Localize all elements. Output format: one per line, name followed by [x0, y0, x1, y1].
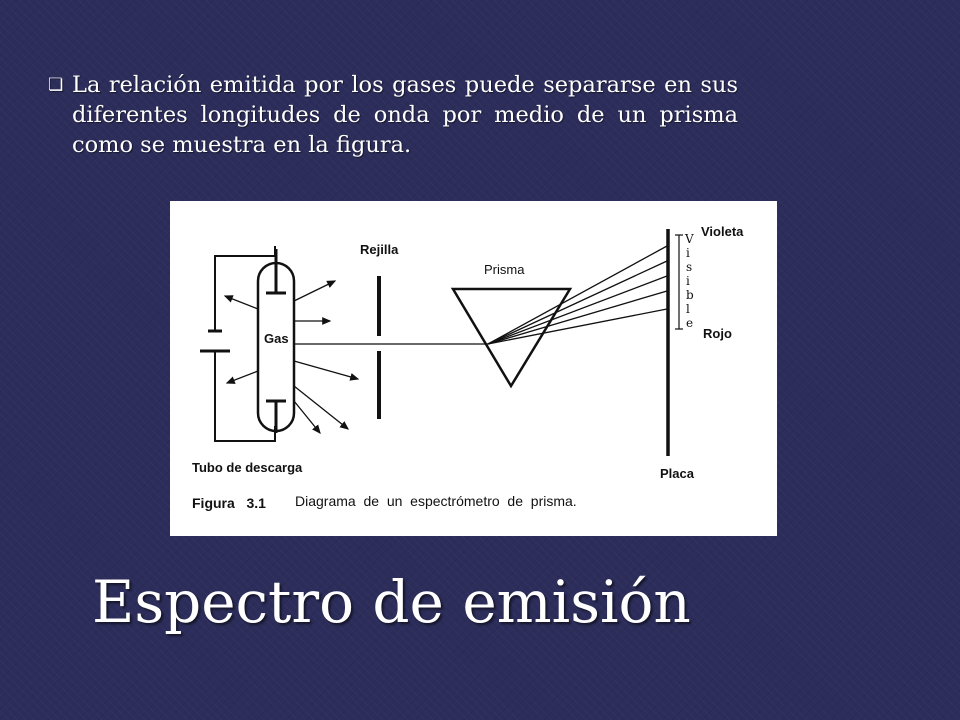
spectrometer-diagram: Gas Rejilla Prisma — [192, 224, 744, 511]
svg-text:e: e — [686, 316, 693, 330]
dispersed-rays — [487, 245, 668, 345]
rejilla-label: Rejilla — [360, 242, 399, 257]
rojo-label: Rojo — [703, 326, 732, 341]
discharge-tube — [256, 249, 296, 433]
emission-arrows — [223, 280, 360, 435]
prisma-label: Prisma — [484, 262, 525, 277]
slide-title: Espectro de emisión — [92, 568, 691, 636]
svg-text:b: b — [686, 288, 694, 302]
bullet-text: La relación emitida por los gases puede … — [72, 72, 738, 158]
spectrometer-figure: Gas Rejilla Prisma — [170, 201, 777, 536]
gas-label: Gas — [264, 331, 289, 346]
placa-label: Placa — [660, 466, 695, 481]
violeta-label: Violeta — [701, 224, 744, 239]
bullet-paragraph: ❏ La relación emitida por los gases pued… — [48, 70, 738, 160]
tubo-label: Tubo de descarga — [192, 460, 303, 475]
svg-text:i: i — [686, 246, 690, 260]
svg-text:V: V — [684, 232, 694, 246]
square-check-icon: ❏ — [48, 75, 64, 95]
caption-text: Diagrama de un espectrómetro de prisma. — [295, 493, 577, 509]
svg-text:i: i — [686, 274, 690, 288]
svg-text:s: s — [686, 260, 692, 274]
visible-label: V i s i b l e — [684, 232, 694, 330]
prism — [450, 287, 573, 389]
svg-text:l: l — [686, 302, 690, 316]
caption-number: Figura 3.1 — [192, 495, 266, 511]
visible-bracket — [675, 234, 683, 330]
